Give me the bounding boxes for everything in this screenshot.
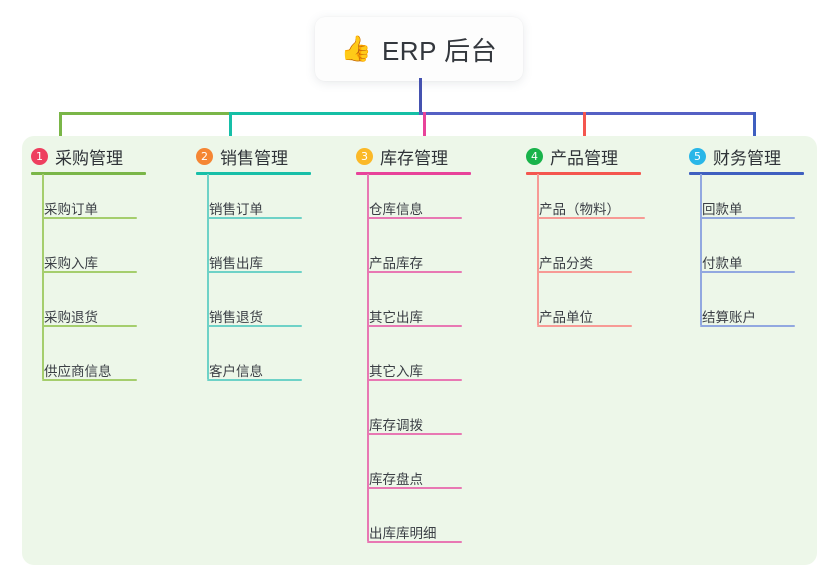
branch-header-5[interactable]: 5 财务管理 — [689, 144, 781, 169]
branch-underline — [31, 172, 146, 175]
branch-item-underline — [700, 325, 795, 327]
root-node-title: ERP 后台 — [381, 35, 498, 66]
branch-underline — [196, 172, 311, 175]
branch-header-2[interactable]: 2 销售管理 — [196, 144, 288, 169]
branch-header-1[interactable]: 1 采购管理 — [31, 144, 123, 169]
branch-underline — [356, 172, 471, 175]
branch-item[interactable]: 库存盘点 — [369, 472, 423, 487]
branch-item-underline — [42, 325, 137, 327]
root-node-card[interactable]: 👍 ERP 后台 — [315, 17, 523, 81]
thumbs-up-icon: 👍 — [340, 34, 372, 63]
drop-line-5 — [753, 112, 756, 148]
branch-item[interactable]: 产品（物料） — [539, 202, 620, 217]
branch-item-underline — [207, 271, 302, 273]
branch-item[interactable]: 产品单位 — [539, 310, 593, 325]
branch-item-underline — [537, 325, 632, 327]
branch-item[interactable]: 其它出库 — [369, 310, 423, 325]
branches-panel: 1 采购管理采购订单采购入库采购退货供应商信息 2 销售管理销售订单销售出库销售退货客… — [22, 136, 817, 565]
branch-item[interactable]: 结算账户 — [702, 310, 756, 325]
branch-item[interactable]: 出库库明细 — [369, 526, 437, 541]
branch-column-4: 4 产品管理产品（物料） 产品分类产品单位 — [517, 136, 677, 565]
branch-underline — [689, 172, 804, 175]
drop-line-2 — [229, 112, 232, 148]
branch-item[interactable]: 销售退货 — [209, 310, 263, 325]
branch-item[interactable]: 采购入库 — [44, 256, 98, 271]
branch-number-badge: 1 — [31, 148, 48, 165]
branch-spine — [700, 174, 702, 325]
branch-title: 销售管理 — [220, 149, 288, 168]
branch-item[interactable]: 产品分类 — [539, 256, 593, 271]
branch-spine — [367, 174, 369, 541]
branch-item-underline — [367, 379, 462, 381]
branch-item[interactable]: 其它入库 — [369, 364, 423, 379]
branch-item-underline — [207, 217, 302, 219]
branch-item[interactable]: 供应商信息 — [44, 364, 112, 379]
branch-underline — [526, 172, 641, 175]
branch-header-3[interactable]: 3 库存管理 — [356, 144, 448, 169]
branch-item[interactable]: 客户信息 — [209, 364, 263, 379]
branch-spine — [207, 174, 209, 379]
branch-item-underline — [537, 217, 645, 219]
branch-item-underline — [367, 325, 462, 327]
branch-item-underline — [367, 433, 462, 435]
bus-segment-green — [59, 112, 232, 115]
branch-item-underline — [367, 217, 462, 219]
branch-item-underline — [700, 217, 795, 219]
drop-line-3 — [423, 112, 426, 148]
trunk-vertical-line — [419, 78, 422, 115]
branch-spine — [42, 174, 44, 379]
branch-spine — [537, 174, 539, 325]
branch-item[interactable]: 付款单 — [702, 256, 743, 271]
branch-title: 库存管理 — [380, 149, 448, 168]
branch-item[interactable]: 销售订单 — [209, 202, 263, 217]
branch-number-badge: 4 — [526, 148, 543, 165]
branch-item-underline — [42, 217, 137, 219]
drop-line-4 — [583, 112, 586, 148]
branch-item-underline — [537, 271, 632, 273]
branch-item-underline — [367, 541, 462, 543]
branch-number-badge: 2 — [196, 148, 213, 165]
branch-title: 产品管理 — [550, 149, 618, 168]
branch-item-underline — [42, 379, 137, 381]
branch-item-underline — [700, 271, 795, 273]
branch-column-2: 2 销售管理销售订单销售出库销售退货客户信息 — [187, 136, 347, 565]
branch-item[interactable]: 产品库存 — [369, 256, 423, 271]
branch-column-5: 5 财务管理回款单付款单结算账户 — [680, 136, 839, 565]
branch-column-3: 3 库存管理仓库信息产品库存其它出库其它入库库存调拨库存盘点出库库明细 — [347, 136, 507, 565]
branch-item-underline — [207, 325, 302, 327]
branch-item[interactable]: 仓库信息 — [369, 202, 423, 217]
branch-title: 财务管理 — [713, 149, 781, 168]
branch-title: 采购管理 — [55, 149, 123, 168]
branch-item[interactable]: 采购订单 — [44, 202, 98, 217]
branch-column-1: 1 采购管理采购订单采购入库采购退货供应商信息 — [22, 136, 182, 565]
branch-item[interactable]: 销售出库 — [209, 256, 263, 271]
branch-number-badge: 3 — [356, 148, 373, 165]
branch-number-badge: 5 — [689, 148, 706, 165]
drop-line-1 — [59, 112, 62, 148]
branch-header-4[interactable]: 4 产品管理 — [526, 144, 618, 169]
branch-item[interactable]: 库存调拨 — [369, 418, 423, 433]
bus-segment-teal — [229, 112, 422, 115]
branch-item[interactable]: 采购退货 — [44, 310, 98, 325]
branch-item-underline — [367, 487, 462, 489]
branch-item-underline — [367, 271, 462, 273]
bus-segment-indigo — [419, 112, 756, 115]
branch-item-underline — [42, 271, 137, 273]
branch-item-underline — [207, 379, 302, 381]
branch-item[interactable]: 回款单 — [702, 202, 743, 217]
